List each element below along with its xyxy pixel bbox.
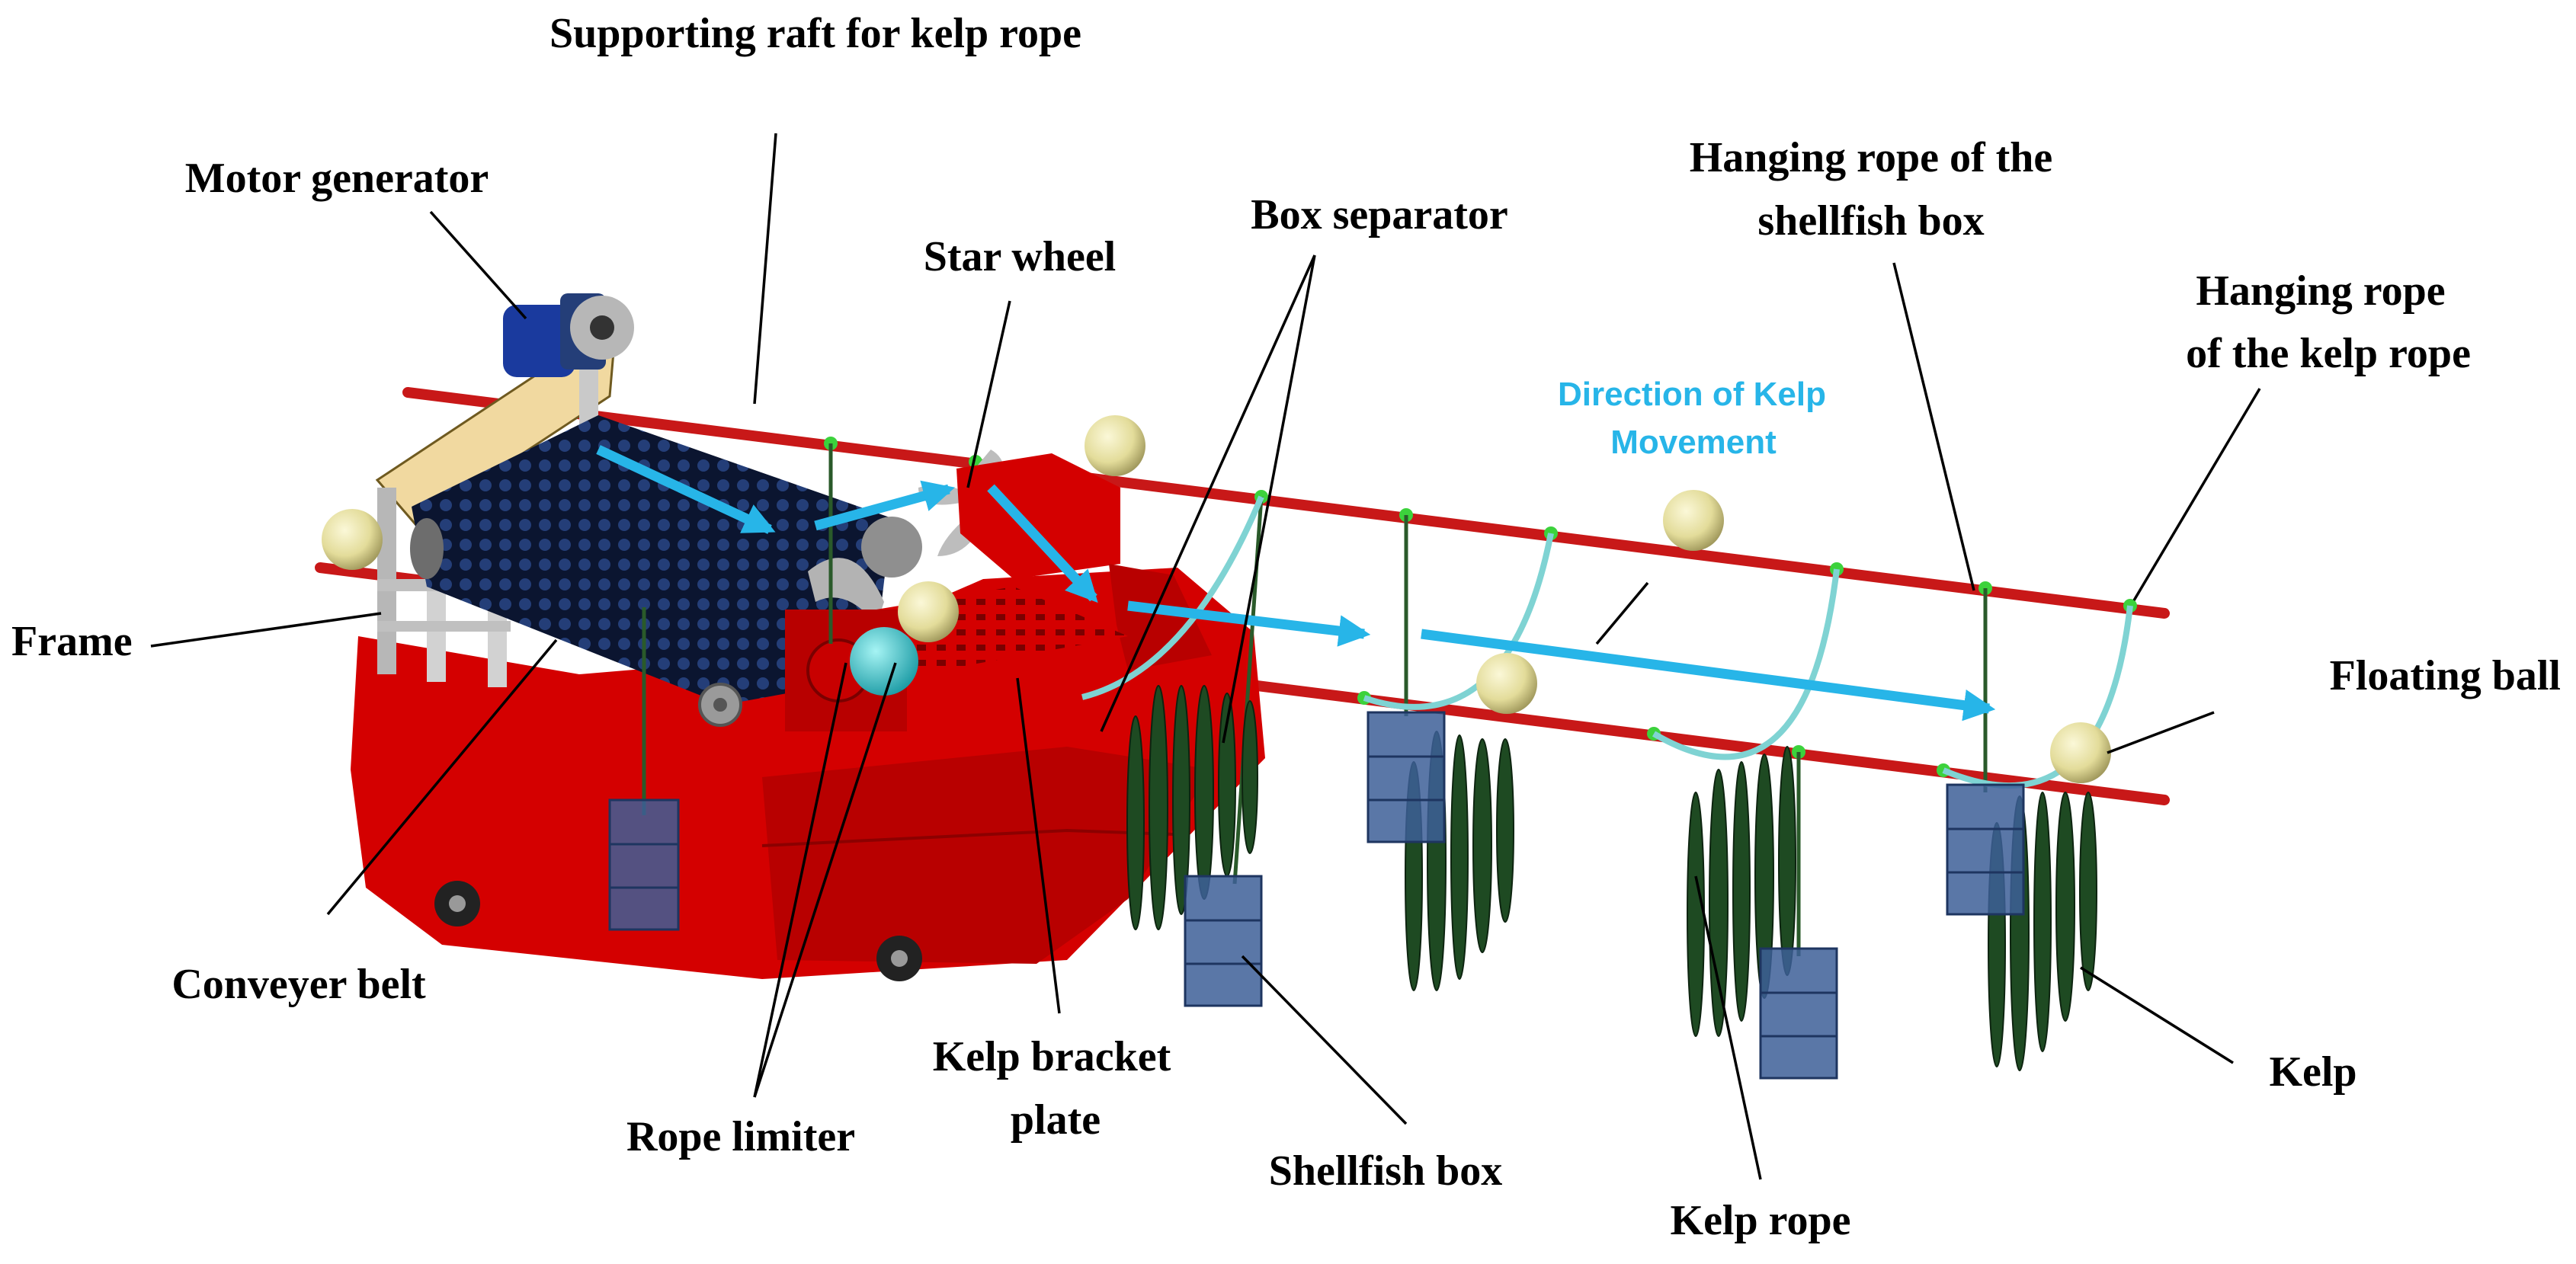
wheels: [434, 881, 922, 981]
label-box-separator: Box separator: [1251, 191, 1508, 238]
label-rope-limiter: Rope limiter: [626, 1113, 855, 1160]
direction-arrow-4: [814, 480, 956, 531]
label-floating-ball: Floating ball: [2330, 652, 2561, 699]
shellfish-box-4: [1759, 947, 1838, 1080]
direction-arrows: [596, 445, 1996, 722]
harvester-machine: [351, 293, 1265, 981]
shellfish-box-3: [1366, 711, 1446, 843]
motor-generator-part: [503, 293, 634, 377]
label-conveyer-belt: Conveyer belt: [171, 961, 426, 1008]
label-shellfish-box: Shellfish box: [1269, 1147, 1503, 1195]
label-star-wheel: Star wheel: [924, 233, 1117, 280]
label-direction-line2: Movement: [1610, 424, 1777, 461]
label-hanging-rope-kelp-line2: of the kelp rope: [2186, 330, 2471, 377]
shellfish-box-1: [608, 798, 680, 931]
frame-structure: [375, 347, 615, 687]
label-supporting-raft: Supporting raft for kelp rope: [549, 10, 1081, 57]
label-kelp: Kelp: [2269, 1048, 2357, 1096]
direction-arrow-3: [987, 484, 1098, 603]
label-motor-generator: Motor generator: [185, 155, 489, 202]
label-kelp-bracket-line1: Kelp bracket: [933, 1033, 1171, 1080]
shellfish-boxes: [608, 711, 2025, 1080]
shellfish-box-5: [1946, 783, 2025, 916]
label-kelp-rope: Kelp rope: [1671, 1197, 1851, 1244]
direction-arrow-main: [1421, 629, 1996, 722]
floating-balls: [322, 415, 2111, 783]
direction-arrow-5: [596, 445, 776, 534]
leader-lines: [150, 133, 2261, 1180]
label-frame: Frame: [11, 618, 133, 665]
label-hanging-rope-kelp-line1: Hanging rope: [2196, 267, 2445, 315]
shellfish-box-2: [1184, 875, 1263, 1007]
label-direction-line1: Direction of Kelp: [1558, 376, 1826, 413]
label-kelp-bracket-line2: plate: [1011, 1096, 1101, 1144]
conveyer-belt-body: [410, 415, 922, 727]
labels: Supporting raft for kelp rope Motor gene…: [11, 10, 2561, 1244]
label-hanging-rope-shellfish-line2: shellfish box: [1757, 197, 1984, 245]
label-hanging-rope-shellfish-line1: Hanging rope of the: [1690, 134, 2053, 181]
